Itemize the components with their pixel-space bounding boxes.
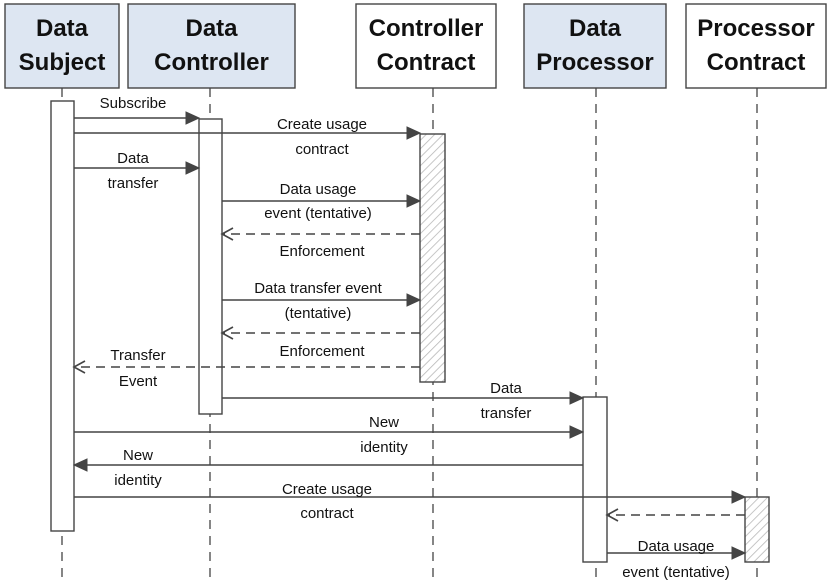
- activation-controller: [198, 118, 223, 415]
- message-label: event (tentative): [622, 564, 730, 581]
- message-new-identity-2: New identity: [72, 447, 583, 489]
- activation-subject: [50, 100, 75, 532]
- filled-arrowhead-icon: [72, 458, 88, 472]
- open-arrowhead-icon: [72, 360, 86, 374]
- actor-title-line: Processor: [536, 49, 653, 76]
- actor-title-line: Subject: [19, 49, 106, 76]
- filled-arrowhead-icon: [185, 161, 201, 175]
- message-label: Subscribe: [100, 95, 167, 112]
- actor-box-subject: [4, 3, 120, 89]
- open-arrowhead-icon: [220, 326, 234, 340]
- message-label: Create usage: [277, 116, 367, 133]
- open-arrowhead-icon: [220, 227, 234, 241]
- message-label: identity: [360, 439, 408, 456]
- message-pcontract-return: [605, 508, 745, 522]
- filled-arrowhead-icon: [569, 391, 585, 405]
- message-label: Enforcement: [279, 243, 365, 260]
- message-enforcement-2: Enforcement: [220, 326, 420, 360]
- actor-title-line: Processor: [697, 15, 814, 42]
- message-data-usage-event-2: Data usage event (tentative): [607, 538, 747, 581]
- filled-arrowhead-icon: [731, 490, 747, 504]
- actor-title-line: Data: [569, 15, 622, 42]
- message-data-transfer-2: Data transfer: [222, 380, 585, 422]
- actor-box-pcontract: [685, 3, 827, 89]
- message-label: Data transfer event: [254, 280, 382, 297]
- message-label: Data: [117, 150, 149, 167]
- actor-title-line: Data: [36, 15, 89, 42]
- message-label: event (tentative): [264, 205, 372, 222]
- filled-arrowhead-icon: [569, 425, 585, 439]
- message-label: contract: [300, 505, 354, 522]
- activation-pcontract: [744, 496, 770, 563]
- actor-title-line: Controller: [154, 49, 269, 76]
- message-label: (tentative): [285, 305, 352, 322]
- filled-arrowhead-icon: [406, 293, 422, 307]
- message-label: identity: [114, 472, 162, 489]
- message-label: Data: [490, 380, 522, 397]
- message-label: New: [123, 447, 153, 464]
- actor-title-line: Contract: [377, 49, 476, 76]
- message-data-transfer-1: Data transfer: [74, 150, 201, 192]
- message-label: transfer: [481, 405, 532, 422]
- actor-title-line: Controller: [369, 15, 484, 42]
- message-data-usage-event-1: Data usage event (tentative): [222, 181, 422, 222]
- message-label: Data usage: [280, 181, 357, 198]
- message-label: transfer: [108, 175, 159, 192]
- actor-title-line: Data: [185, 15, 238, 42]
- activation-ccontract: [419, 133, 446, 383]
- message-data-transfer-event: Data transfer event (tentative): [222, 280, 422, 322]
- activation-processor: [582, 396, 608, 563]
- message-label: New: [369, 414, 399, 431]
- message-create-usage-contract-1: Create usage contract: [74, 116, 422, 158]
- message-create-usage-contract-2: Create usage contract: [74, 481, 747, 522]
- message-label: Event: [119, 373, 158, 390]
- actor-title-line: Contract: [707, 49, 806, 76]
- message-enforcement-1: Enforcement: [220, 227, 420, 260]
- message-label: Create usage: [282, 481, 372, 498]
- filled-arrowhead-icon: [406, 194, 422, 208]
- message-label: Enforcement: [279, 343, 365, 360]
- open-arrowhead-icon: [605, 508, 619, 522]
- actor-box-controller: [127, 3, 296, 89]
- message-label: contract: [295, 141, 349, 158]
- filled-arrowhead-icon: [406, 126, 422, 140]
- filled-arrowhead-icon: [185, 111, 201, 125]
- message-label: Data usage: [638, 538, 715, 555]
- message-label: Transfer: [110, 347, 165, 364]
- actor-box-processor: [523, 3, 667, 89]
- filled-arrowhead-icon: [731, 546, 747, 560]
- message-subscribe: Subscribe: [74, 95, 201, 125]
- message-new-identity-1: New identity: [74, 414, 585, 456]
- actor-box-ccontract: [355, 3, 497, 89]
